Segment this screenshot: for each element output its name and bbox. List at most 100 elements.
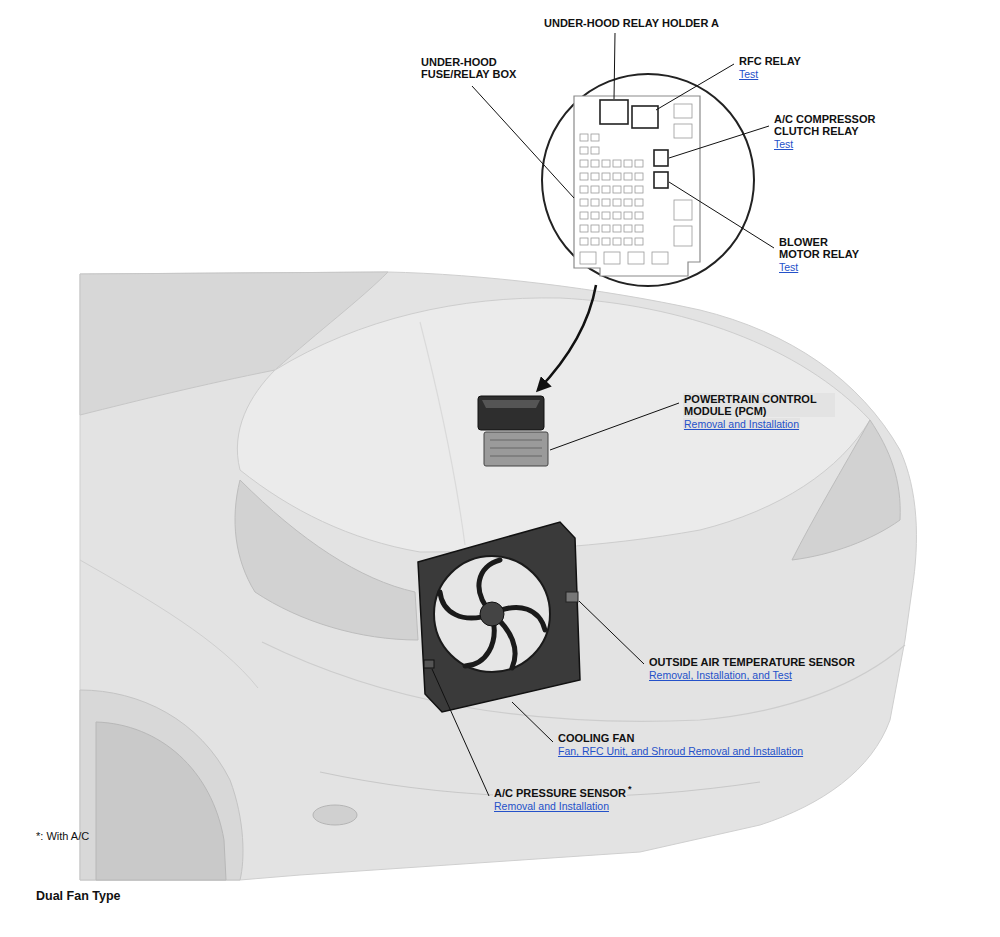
- fuse-slot: [580, 186, 588, 193]
- ac-pressure-sensor: [424, 660, 434, 668]
- part-name: RFC RELAY: [738, 55, 802, 67]
- leader-line: [472, 86, 574, 198]
- fuse-slot: [602, 238, 610, 245]
- fuse-slot: [602, 160, 610, 167]
- relay-holder-a: [600, 100, 628, 124]
- fuse-slot: [624, 238, 632, 245]
- part-name: UNDER-HOOD FUSE/RELAY BOX: [420, 56, 540, 80]
- procedure-link: Removal, Installation, and Test: [648, 669, 793, 681]
- bumper-line: [262, 642, 905, 721]
- procedure-link: Removal and Installation: [493, 800, 610, 812]
- fuse-slot: [580, 173, 588, 180]
- wheel-arch: [80, 690, 243, 880]
- section-heading: Dual Fan Type: [35, 889, 122, 904]
- fuse-slot: [613, 199, 621, 206]
- ac-compressor-clutch-relay: [654, 150, 668, 166]
- leader-line: [432, 669, 489, 796]
- part-name: POWERTRAIN CONTROL MODULE (PCM): [683, 393, 835, 417]
- rfc-relay: [632, 106, 658, 128]
- fuse-slot: [580, 199, 588, 206]
- fuse-slot: [624, 199, 632, 206]
- fuse-slot: [628, 252, 644, 264]
- fuse-slot: [591, 212, 599, 219]
- fuse-slot: [580, 134, 588, 141]
- fuse-slot: [613, 225, 621, 232]
- fuse-slot: [613, 212, 621, 219]
- leader-line: [550, 403, 679, 450]
- body-line: [80, 560, 258, 688]
- fuse-slot: [591, 160, 599, 167]
- headlight: [792, 420, 900, 560]
- fuse-slot: [674, 124, 692, 138]
- leader-line: [669, 126, 769, 158]
- part-name: BLOWER MOTOR RELAY: [778, 236, 870, 260]
- fuse-slot: [602, 199, 610, 206]
- fuse-slot: [591, 173, 599, 180]
- pcm: [484, 432, 548, 466]
- fuse-slot: [613, 173, 621, 180]
- car-body: [80, 272, 916, 880]
- procedure-link: Test: [773, 138, 794, 150]
- leader-line: [669, 182, 774, 248]
- fuse-slot: [635, 212, 643, 219]
- headlight: [235, 480, 418, 640]
- fuse-slot: [602, 212, 610, 219]
- fuse-slot: [674, 104, 692, 118]
- fuse-slot: [591, 147, 599, 154]
- fuse-slot: [624, 173, 632, 180]
- procedure-link: Fan, RFC Unit, and Shroud Removal and In…: [557, 745, 804, 757]
- footnote-mark: *: [627, 784, 633, 794]
- magnifier-circle: [542, 74, 754, 286]
- fuse-slot: [591, 134, 599, 141]
- fuse-box-outline: [574, 96, 700, 276]
- fuse-slot: [580, 252, 596, 264]
- wheel: [96, 722, 226, 880]
- fan-ring: [434, 556, 550, 672]
- footnote: *: With A/C: [35, 830, 90, 842]
- leader-line: [579, 601, 644, 664]
- fuse-slot: [580, 147, 588, 154]
- part-name: A/C COMPRESSOR CLUTCH RELAY: [773, 113, 893, 137]
- hood: [237, 298, 870, 552]
- fuse-slot: [602, 225, 610, 232]
- fan-hub: [480, 602, 504, 626]
- part-name: UNDER-HOOD RELAY HOLDER A: [543, 17, 720, 29]
- part-name: COOLING FAN: [557, 732, 635, 744]
- procedure-link: Test: [738, 68, 759, 80]
- fuse-slot: [635, 225, 643, 232]
- fuse-slot: [635, 199, 643, 206]
- hood-crease: [420, 322, 465, 545]
- part-name: A/C PRESSURE SENSOR: [493, 787, 627, 799]
- magnify-arrow: [538, 285, 596, 390]
- fuse-slot: [580, 238, 588, 245]
- fan-blades: [440, 560, 545, 668]
- fuse-slot: [624, 225, 632, 232]
- outside-air-temperature-sensor: [566, 592, 578, 602]
- fuse-slot: [635, 160, 643, 167]
- procedure-link: Test: [778, 261, 799, 273]
- fuse-slot: [674, 200, 692, 220]
- fuse-slot: [635, 186, 643, 193]
- relay-box-lid: [482, 400, 540, 408]
- fuse-slot: [591, 186, 599, 193]
- part-name: OUTSIDE AIR TEMPERATURE SENSOR: [648, 656, 856, 668]
- fuse-slot: [624, 160, 632, 167]
- fuse-slot: [602, 186, 610, 193]
- fuse-slot: [635, 238, 643, 245]
- leader-line: [512, 702, 553, 742]
- leader-line: [614, 33, 615, 99]
- fuse-slot: [580, 225, 588, 232]
- fuse-slot: [580, 212, 588, 219]
- fan-shroud: [418, 522, 580, 712]
- fuse-slot: [613, 238, 621, 245]
- fuse-slot: [624, 186, 632, 193]
- fuse-slot: [602, 173, 610, 180]
- procedure-link: Removal and Installation: [683, 418, 800, 430]
- fog-light: [313, 805, 357, 825]
- fuse-slot: [624, 212, 632, 219]
- fuse-slot: [591, 238, 599, 245]
- under-hood-fuse-relay-box: [478, 396, 544, 430]
- fuse-slot: [674, 226, 692, 246]
- leader-line: [656, 64, 734, 110]
- fuse-slot: [613, 186, 621, 193]
